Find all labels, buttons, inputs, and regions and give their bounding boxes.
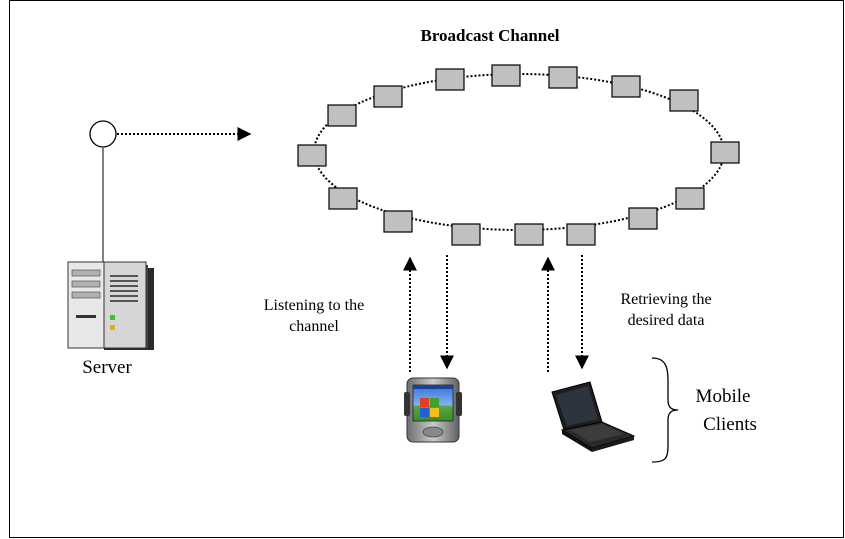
data-packet <box>669 89 699 112</box>
server-label: Server <box>82 357 132 378</box>
laptop-icon <box>551 381 636 452</box>
pocket-pc-icon <box>404 377 462 443</box>
data-packet <box>514 223 544 246</box>
data-packet <box>611 75 641 98</box>
data-packet <box>491 64 521 87</box>
data-packet <box>451 223 481 246</box>
listening-label-line1: Listening to the <box>264 297 364 314</box>
data-packet <box>628 207 658 230</box>
frame-border <box>9 0 844 538</box>
retrieving-label-line1: Retrieving the <box>620 291 711 308</box>
data-packet <box>297 144 327 167</box>
clients-label-line1: Mobile <box>696 386 751 407</box>
data-packet <box>548 66 578 89</box>
diagram-title: Broadcast Channel <box>420 26 559 45</box>
data-packet <box>435 68 465 91</box>
data-packet <box>327 104 357 127</box>
retrieving-label-line2: desired data <box>628 312 705 329</box>
clients-brace <box>651 357 679 463</box>
data-packet <box>328 187 358 210</box>
data-packet <box>675 187 705 210</box>
data-packet <box>383 210 413 233</box>
clients-label-line2: Clients <box>703 414 757 435</box>
data-packet <box>566 223 596 246</box>
server-antenna-icon <box>89 120 117 148</box>
server-tower-icon <box>67 261 154 350</box>
listening-label-line2: channel <box>289 318 339 335</box>
data-packet <box>373 85 403 108</box>
data-packets <box>297 64 740 246</box>
data-packet <box>710 141 740 164</box>
